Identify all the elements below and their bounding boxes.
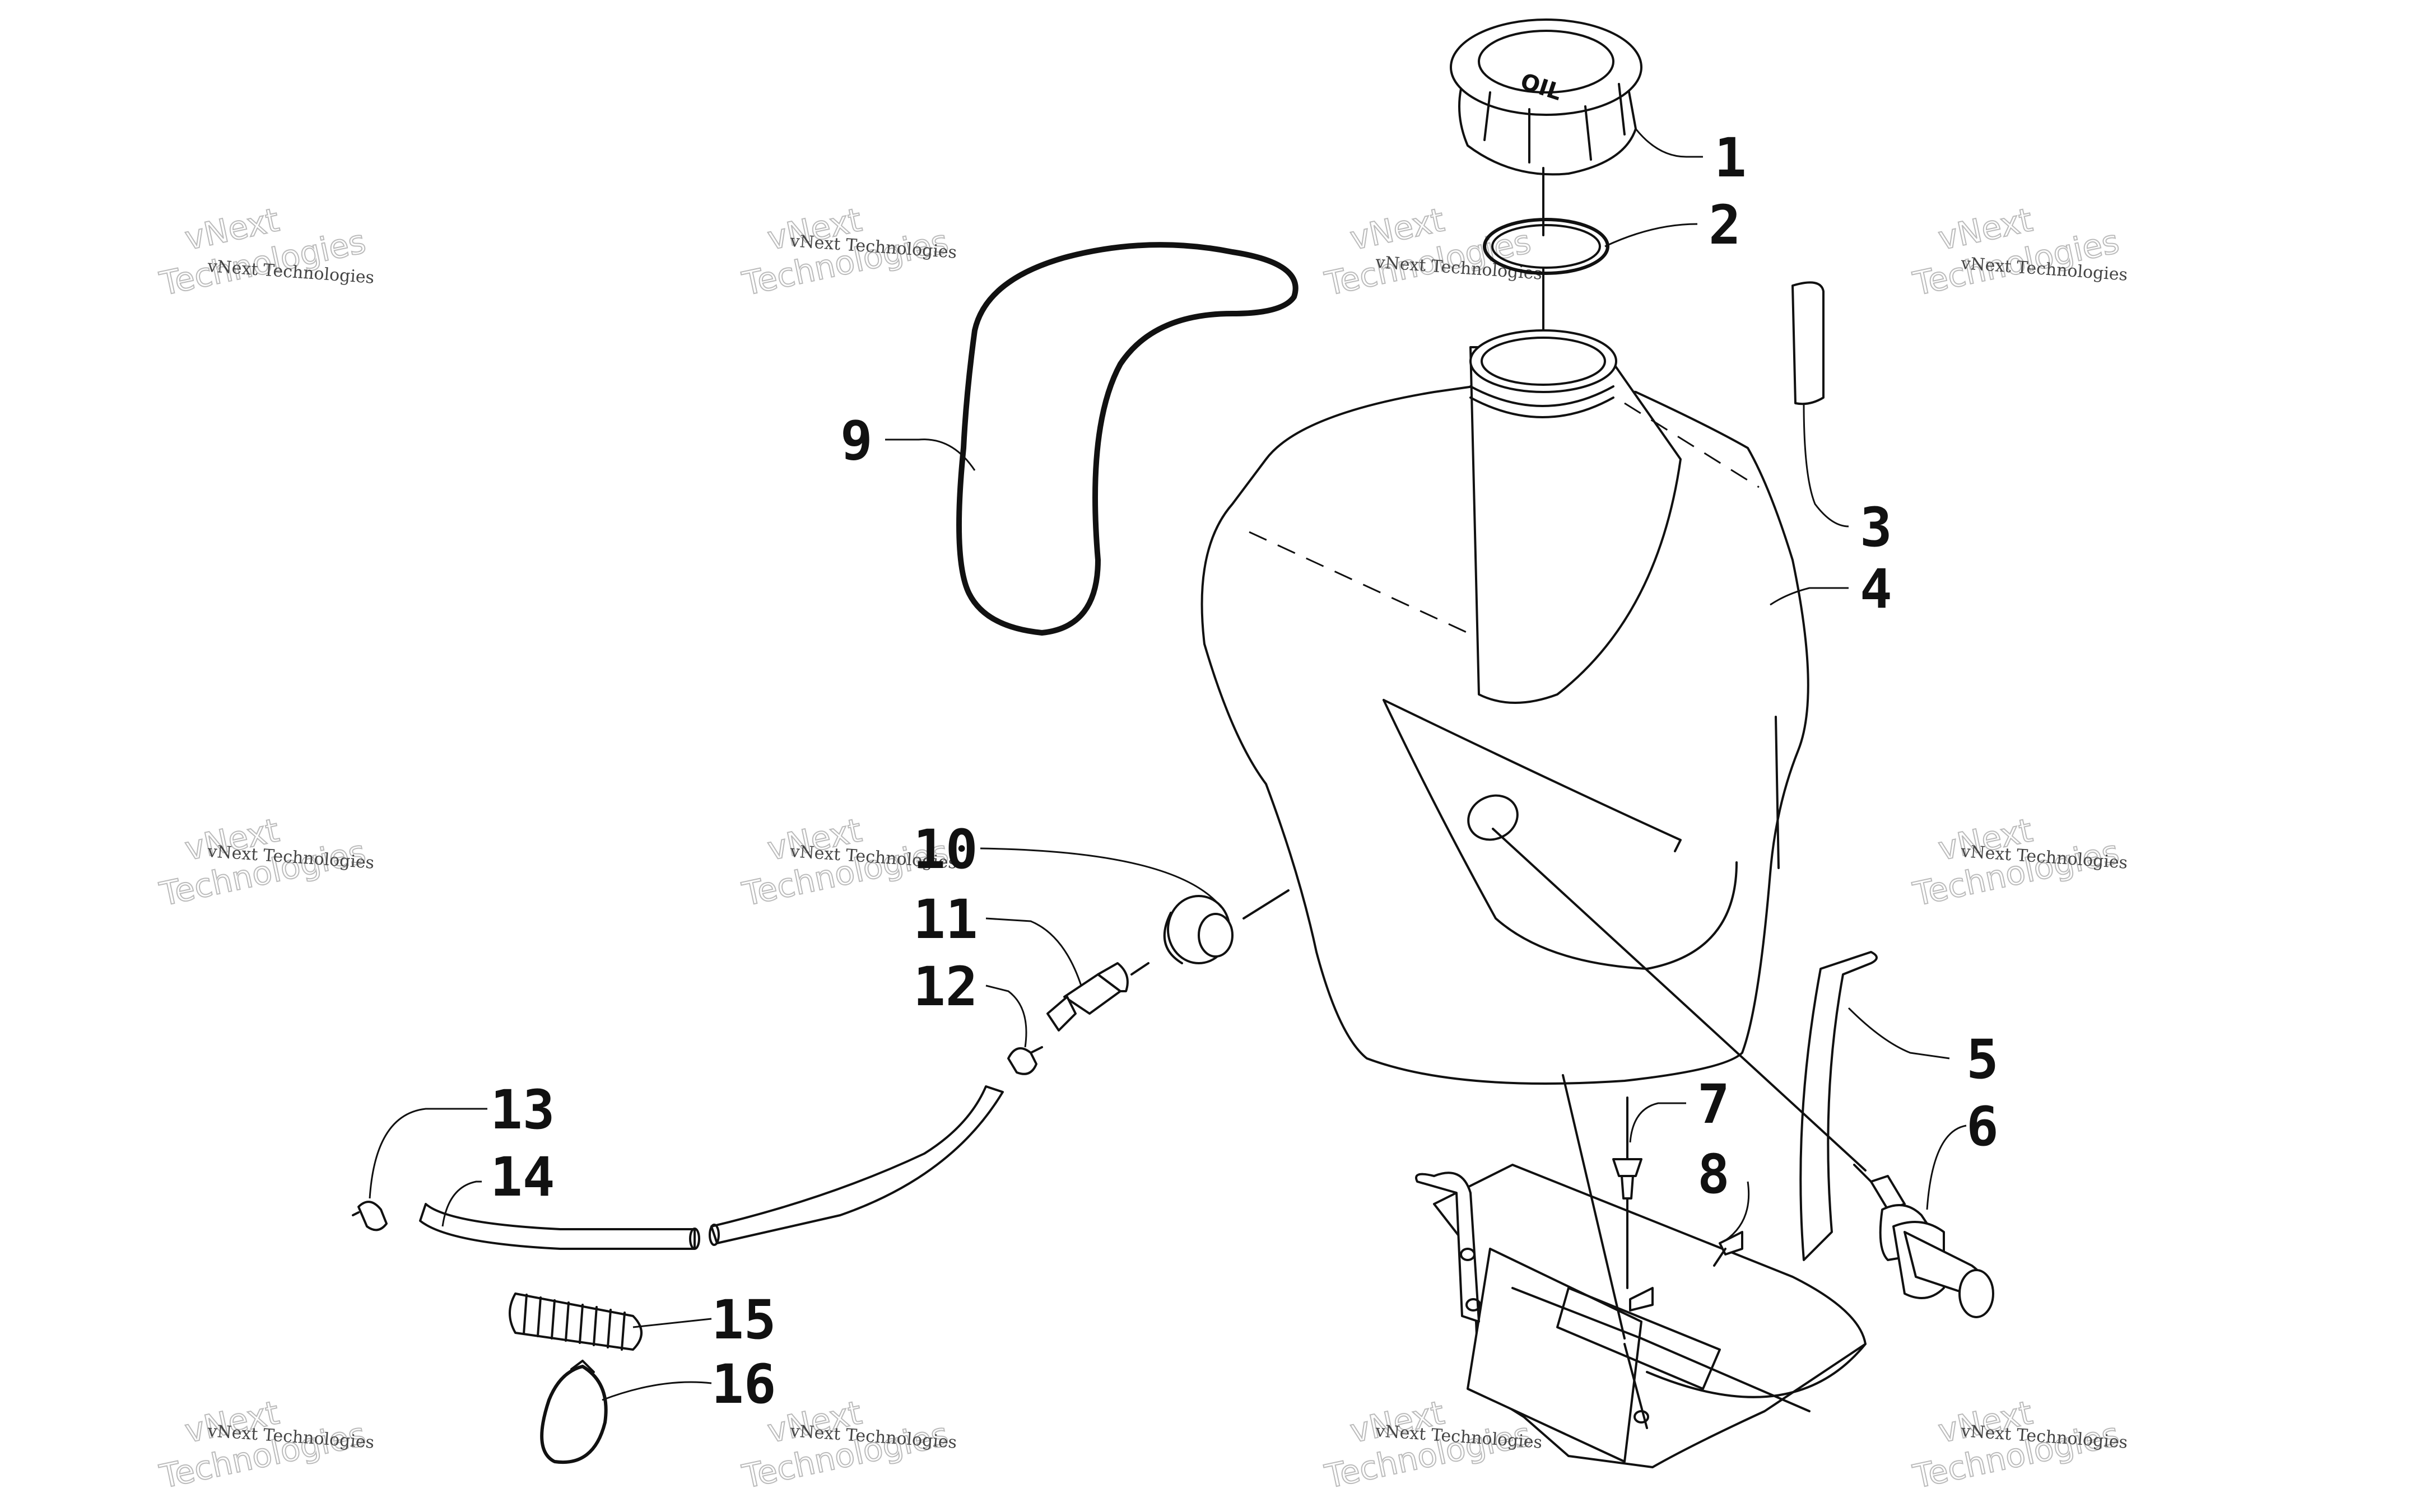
leader-4: [1770, 587, 1849, 606]
drain-grommet: [1853, 1164, 1994, 1318]
hose-end: [689, 1228, 700, 1250]
band-clamp: [540, 1360, 608, 1464]
mounting-bracket: [1415, 1164, 1867, 1468]
screw: [1713, 1231, 1743, 1267]
leader-5: [1847, 1007, 1950, 1060]
leader-14: [441, 1180, 482, 1227]
leader-13: [369, 1108, 487, 1199]
leader-12: [985, 984, 1027, 1048]
outlet-grommet: [1163, 895, 1234, 964]
hose-end: [709, 1224, 720, 1246]
callout-1: 1: [1714, 127, 1747, 189]
tank-strap: [1799, 951, 1878, 1261]
grommet-leader-line: [1492, 828, 1867, 1172]
callout-labels: 1 2 3 4 5 6 7 8 9 10 11 12 13 14 15 16: [490, 127, 1999, 1416]
decal: [1791, 281, 1825, 405]
oil-tank: [1200, 329, 1809, 1085]
leader-10: [980, 847, 1222, 908]
callout-12: 12: [913, 955, 978, 1018]
callout-16: 16: [711, 1353, 776, 1416]
tank-bracket-line: [1562, 1074, 1626, 1340]
watermark: vNext Technologies: [156, 200, 370, 304]
callout-14: 14: [490, 1146, 555, 1208]
callout-4: 4: [1860, 558, 1892, 620]
callout-3: 3: [1860, 496, 1892, 559]
hose-segment-left: [419, 1203, 696, 1250]
leader-6: [1926, 1124, 1967, 1210]
leader-9: [885, 438, 976, 471]
leader-lines: [369, 128, 1967, 1401]
callout-11: 11: [913, 888, 978, 951]
callout-2: 2: [1709, 194, 1741, 256]
rivet: [1612, 1096, 1642, 1200]
watermark: vNext Technologies: [1321, 200, 1535, 304]
o-ring: [1483, 218, 1609, 275]
callout-9: 9: [840, 409, 873, 472]
callout-15: 15: [711, 1289, 776, 1351]
hose-clamp-small: [352, 1201, 388, 1231]
leader-15: [632, 1318, 712, 1328]
callout-13: 13: [490, 1079, 555, 1141]
leader-16: [602, 1381, 712, 1401]
small-clamp: [1007, 1046, 1043, 1075]
vent-hose-loop: [956, 242, 1299, 636]
watermark: vNext Technologies: [1909, 200, 2123, 304]
hose-segment-right: [710, 1085, 1004, 1244]
hose-fitting: [1046, 962, 1150, 1032]
leader-2: [1604, 223, 1698, 248]
callout-10: 10: [913, 818, 978, 881]
leader-8: [1725, 1181, 1750, 1242]
leader-11: [985, 917, 1082, 986]
callout-8: 8: [1697, 1143, 1730, 1206]
leader-7: [1629, 1102, 1686, 1143]
leader-1: [1635, 128, 1703, 158]
callout-6: 6: [1966, 1095, 1999, 1158]
grommet-axis-line: [1242, 889, 1290, 920]
spring-guard: [509, 1292, 643, 1351]
callout-7: 7: [1697, 1073, 1730, 1136]
callout-5: 5: [1966, 1028, 1999, 1091]
leader-3: [1803, 403, 1849, 528]
oil-cap: OIL: [1450, 18, 1642, 176]
